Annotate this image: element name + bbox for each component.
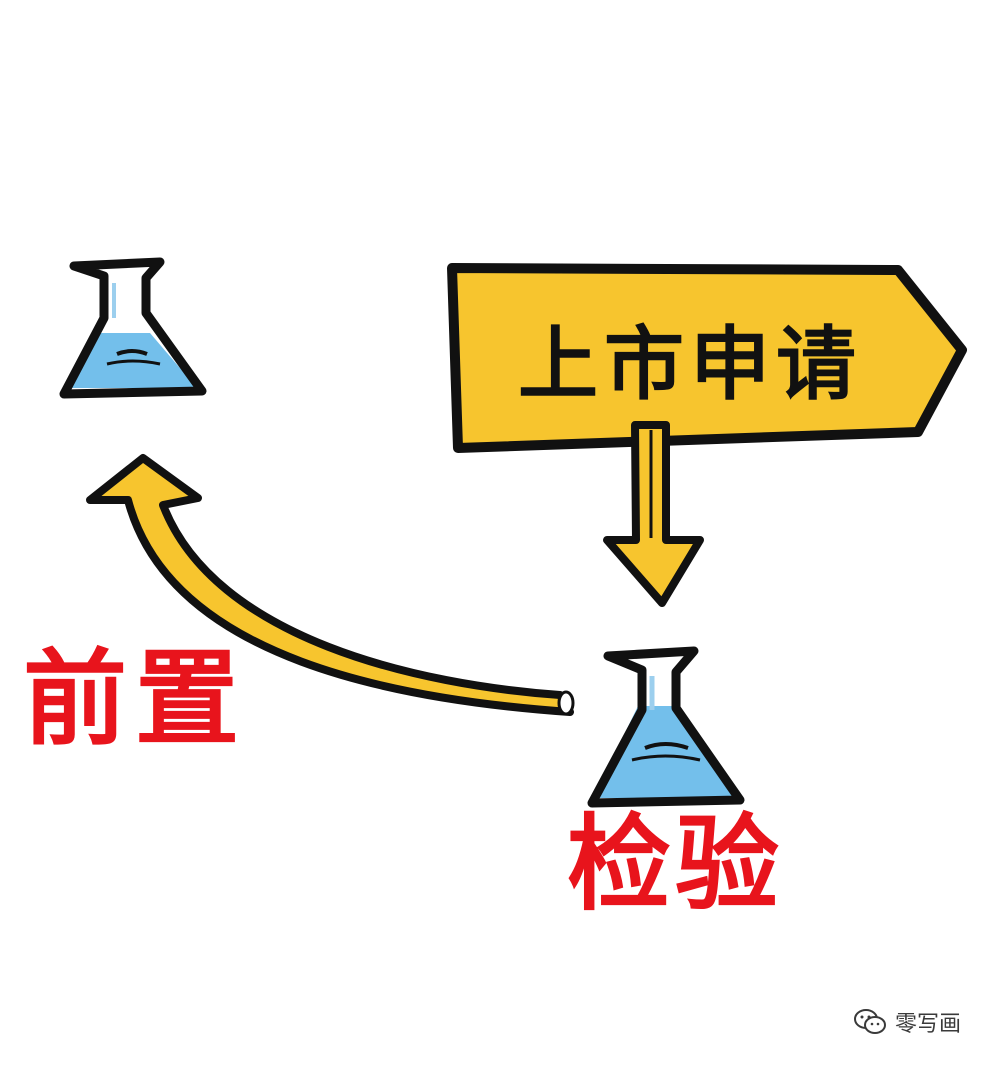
listing-application-sign: 上市申请 xyxy=(447,263,967,453)
watermark: 零写画 xyxy=(853,1006,961,1038)
flask-wave xyxy=(631,754,701,762)
curved-arrow-body xyxy=(86,454,574,716)
watermark-text: 零写画 xyxy=(894,1012,961,1037)
flask-outline xyxy=(59,257,207,399)
down-arrow xyxy=(603,421,704,607)
flask-icon xyxy=(59,257,207,399)
label-pre: 前置 xyxy=(23,638,247,760)
sign-label: 上市申请 xyxy=(518,318,862,411)
curved-arrow-tail xyxy=(557,690,575,716)
flask-wave xyxy=(116,349,148,356)
label-inspection: 检验 xyxy=(567,803,783,925)
sign-shape xyxy=(447,263,967,453)
flask-wave xyxy=(106,359,161,366)
wechat-icon xyxy=(853,1008,887,1036)
down-arrow-shape xyxy=(603,421,704,607)
flask-liquid xyxy=(593,706,735,798)
curved-arrow xyxy=(86,454,575,716)
flask-wave xyxy=(644,742,689,750)
flask-icon xyxy=(587,646,745,808)
flask-outline xyxy=(587,646,745,808)
